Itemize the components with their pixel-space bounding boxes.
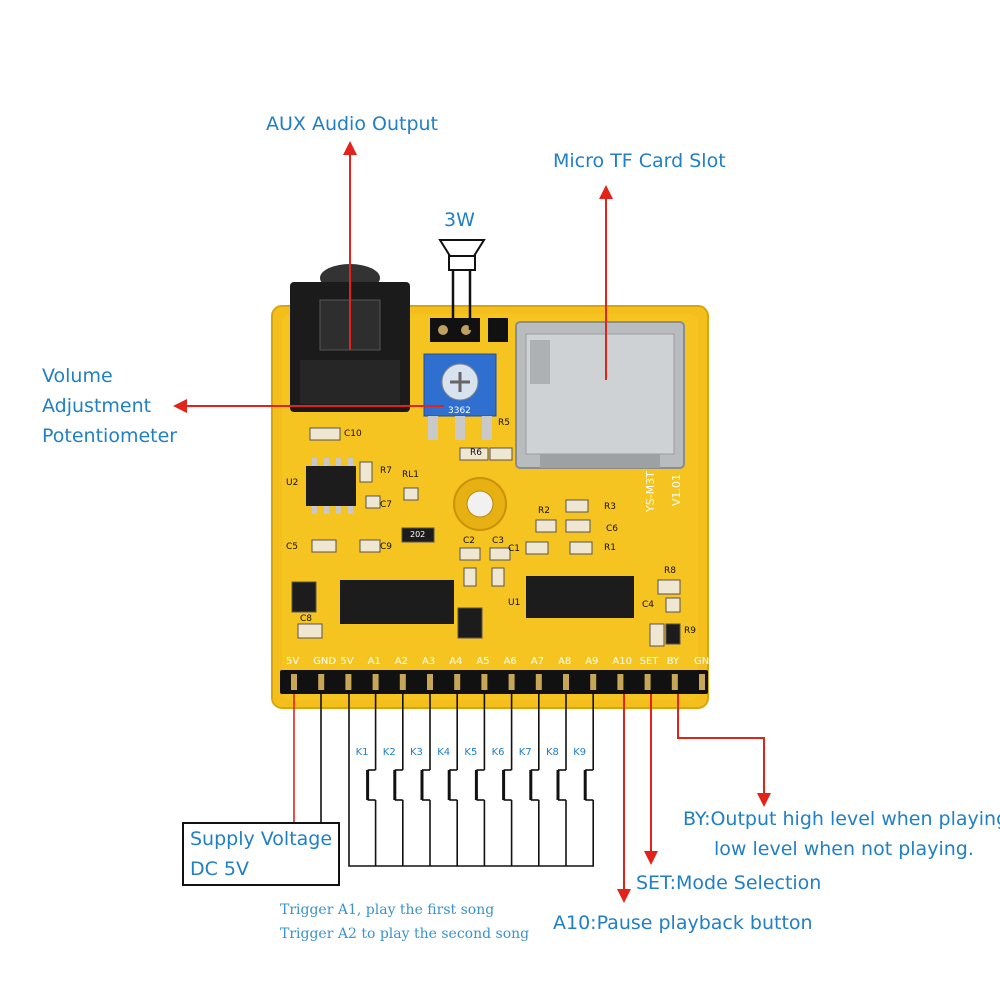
silk-c7: C7 bbox=[380, 500, 393, 510]
header-pin bbox=[590, 674, 597, 690]
smd-components bbox=[291, 427, 681, 647]
header-pin bbox=[563, 674, 569, 690]
header-pin bbox=[427, 674, 433, 690]
silk-202: 202 bbox=[410, 530, 426, 539]
silk-u2: U2 bbox=[286, 478, 299, 488]
label-trigger-line1: Trigger A1, play the first song bbox=[280, 902, 495, 918]
label-by-line1: BY:Output high level when playing, bbox=[683, 808, 1000, 830]
header-pin bbox=[481, 674, 488, 690]
label-supply-line1: Supply Voltage bbox=[190, 828, 333, 850]
micro-tf-card-slot bbox=[515, 321, 685, 469]
pin-label: BY bbox=[666, 656, 680, 667]
volume-potentiometer bbox=[423, 353, 497, 440]
label-supply-line2: DC 5V bbox=[190, 858, 250, 880]
label-a10-pause: A10:Pause playback button bbox=[553, 912, 813, 934]
key-label: K5 bbox=[464, 747, 478, 758]
pin-label: A10 bbox=[612, 656, 632, 667]
silk-r5: R5 bbox=[498, 418, 510, 428]
silk-c6: C6 bbox=[606, 524, 619, 534]
supply-voltage-box: Supply Voltage DC 5V bbox=[182, 822, 340, 886]
label-volume-line3: Potentiometer bbox=[42, 425, 178, 447]
pin-label: GND bbox=[694, 656, 717, 667]
board-model: YS-M3T bbox=[644, 471, 657, 512]
pin-label: 5V bbox=[340, 656, 354, 667]
label-volume-line1: Volume bbox=[42, 365, 113, 387]
pin-label: A8 bbox=[558, 656, 572, 667]
header-pin bbox=[699, 674, 705, 690]
chip-main-left bbox=[340, 580, 454, 624]
pin-label: A6 bbox=[503, 656, 517, 667]
key-label: K2 bbox=[382, 747, 396, 758]
label-aux-audio-output: AUX Audio Output bbox=[266, 113, 439, 135]
annotation-arrows bbox=[173, 141, 771, 903]
silk-c8: C8 bbox=[300, 614, 313, 624]
label-set-mode: SET:Mode Selection bbox=[636, 872, 822, 894]
label-by-line2: low level when not playing. bbox=[714, 838, 974, 860]
header-pin bbox=[345, 674, 352, 690]
label-micro-tf-card-slot: Micro TF Card Slot bbox=[553, 150, 726, 172]
pin-label: A2 bbox=[394, 656, 408, 667]
key-label: K8 bbox=[546, 747, 559, 758]
silk-r9: R9 bbox=[684, 626, 696, 636]
label-volume-line2: Adjustment bbox=[42, 395, 152, 417]
key-label: K3 bbox=[410, 747, 423, 758]
header-pin bbox=[535, 674, 542, 690]
silk-c10: C10 bbox=[344, 429, 362, 439]
pin-label: A4 bbox=[449, 656, 463, 667]
silk-r8: R8 bbox=[664, 566, 676, 576]
pin-label: GND bbox=[313, 656, 337, 667]
header-pin bbox=[671, 674, 678, 690]
pin-label: A1 bbox=[367, 656, 381, 667]
silk-c4: C4 bbox=[642, 600, 655, 610]
silk-r6: R6 bbox=[470, 448, 482, 458]
key-label: K1 bbox=[355, 747, 369, 758]
silk-r2: R2 bbox=[538, 506, 550, 516]
key-label: K4 bbox=[437, 747, 451, 758]
silk-r3: R3 bbox=[604, 502, 616, 512]
pin-header bbox=[280, 670, 708, 694]
silk-r1: R1 bbox=[604, 543, 616, 553]
mounting-hole bbox=[453, 477, 507, 531]
header-pin bbox=[291, 674, 297, 690]
silk-c2: C2 bbox=[463, 536, 476, 546]
silk-c5: C5 bbox=[286, 542, 299, 552]
wiring bbox=[293, 694, 595, 867]
speaker-header bbox=[430, 318, 508, 342]
header-pin bbox=[617, 674, 624, 690]
silk-r7: R7 bbox=[380, 466, 392, 476]
pin-label: A3 bbox=[422, 656, 436, 667]
pin-label: SET bbox=[639, 656, 659, 667]
pin-label: 5V bbox=[286, 656, 300, 667]
key-label: K6 bbox=[491, 747, 505, 758]
silk-c9: C9 bbox=[380, 542, 393, 552]
silk-u1: U1 bbox=[508, 598, 521, 608]
speaker-icon bbox=[438, 239, 486, 330]
key-label: K7 bbox=[518, 747, 532, 758]
label-trigger-line2: Trigger A2 to play the second song bbox=[280, 926, 530, 942]
silk-c1: C1 bbox=[508, 544, 521, 554]
label-speaker-3w: 3W bbox=[444, 209, 475, 231]
chip-u2 bbox=[306, 458, 356, 514]
silk-c3: C3 bbox=[492, 536, 505, 546]
arrow-by bbox=[677, 694, 771, 807]
pin-label: A9 bbox=[585, 656, 599, 667]
header-pin bbox=[508, 674, 515, 690]
silk-rl1: RL1 bbox=[402, 470, 419, 480]
header-pin bbox=[399, 674, 406, 690]
chip-main-right bbox=[526, 576, 634, 618]
silk-pot-code: 3362 bbox=[448, 406, 471, 416]
pin-label: A5 bbox=[476, 656, 490, 667]
header-pin bbox=[318, 674, 325, 690]
key-label: K9 bbox=[573, 747, 587, 758]
pin-label: A7 bbox=[530, 656, 544, 667]
board-version: V1.01 bbox=[670, 473, 683, 506]
header-pin bbox=[372, 674, 379, 690]
header-pin bbox=[454, 674, 461, 690]
header-pin bbox=[644, 674, 651, 690]
